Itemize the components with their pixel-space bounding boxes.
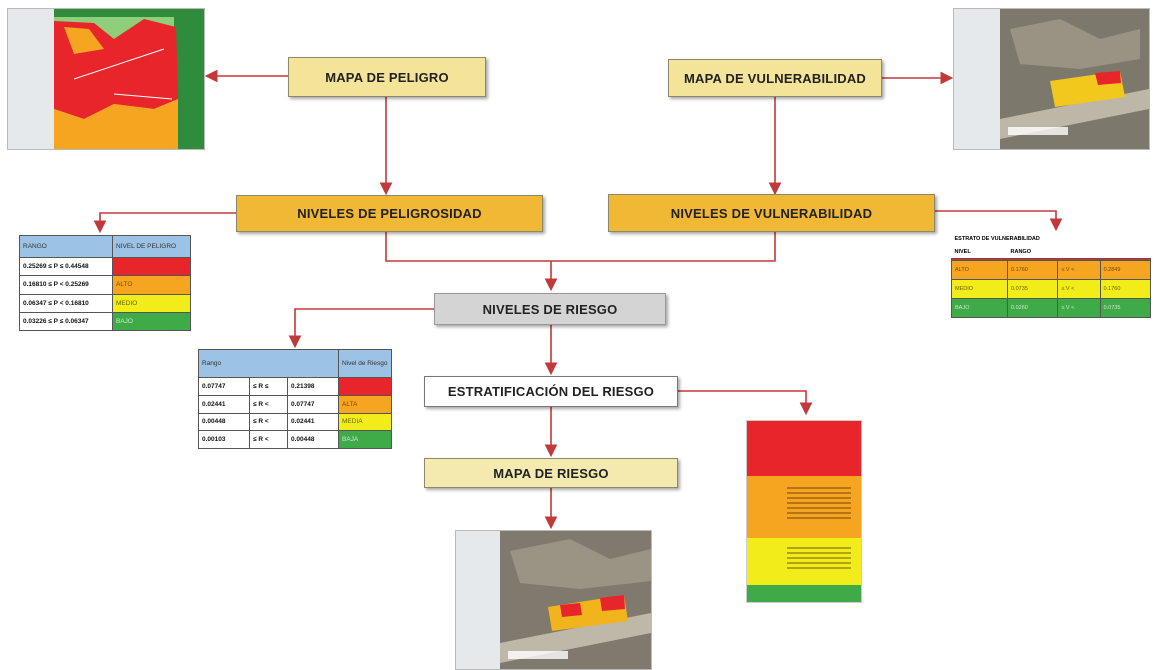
table-row: 0.06347 ≤ P < 0.16810 MEDIO [19,293,191,313]
estratificacion-riesgo-box: ESTRATIFICACIÓN DEL RIESGO [424,376,678,407]
table-header-range: RANGO [1010,248,1031,255]
vulnerability-levels-table: ESTRATO DE VULNERABILIDAD NIVEL RANGO AL… [951,232,1152,318]
table-row: 0.02441 ≤ R < 0.07747 ALTA [197,394,392,414]
level-cell: BAJO [112,311,191,332]
risk-map-image [455,530,652,670]
legend-band-low [747,585,861,602]
legend-band-high [747,476,861,538]
risk-map-graphic [500,531,651,669]
legend-band-very-high [747,421,861,476]
hazard-map-image [7,8,205,150]
connector-merge [385,231,776,262]
arrow-riesgo-to-table [288,308,434,349]
table-row: 0.25269 ≤ P ≤ 0.44548 [19,256,191,277]
range-cell: 0.16810 ≤ P < 0.25269 [19,275,113,295]
table-header-level: NIVEL [954,248,971,255]
table-row: 0.00448 ≤ R < 0.02441 MEDIA [197,412,392,432]
niveles-riesgo-box: NIVELES DE RIESGO [434,293,666,325]
vulnerability-map-graphic [1000,9,1149,149]
table-row: BAJO 0.0260 ≤ V < 0.0735 [951,298,1152,318]
range-cell: 0.06347 ≤ P < 0.16810 [19,293,113,313]
table-row: 0.07747 ≤ R ≤ 0.21398 [197,377,392,396]
table-title: ESTRATO DE VULNERABILIDAD [954,236,1040,242]
arrow-vulnerabilidad-to-table [933,210,1063,232]
risk-stratification-legend [746,420,862,603]
table-row: ALTO 0.1760 ≤ V < 0.2849 [951,260,1152,281]
table-header-range: RANGO [19,235,113,258]
range-cell: 0.25269 ≤ P ≤ 0.44548 [19,256,113,277]
mapa-riesgo-box: MAPA DE RIESGO [424,458,678,488]
table-row: MEDIO 0.0735 ≤ V < 0.1760 [951,279,1152,300]
vulnerability-map-image [953,8,1150,150]
risk-levels-table: Rango Nivel de Riesgo 0.07747 ≤ R ≤ 0.21… [197,349,392,449]
arrow-estratificacion-to-legend [676,390,813,416]
table-header-range: Rango [198,349,339,378]
table-row: 0.16810 ≤ P < 0.25269 ALTO [19,275,191,295]
mapa-peligro-box: MAPA DE PELIGRO [288,57,486,97]
level-cell [112,256,191,277]
hazard-map-graphic [54,9,204,149]
hazard-levels-table: RANGO NIVEL DE PELIGRO 0.25269 ≤ P ≤ 0.4… [19,235,191,332]
table-row: 0.03226 ≤ P ≤ 0.06347 BAJO [19,311,191,332]
map-sidebar [954,9,1001,149]
range-cell: 0.03226 ≤ P ≤ 0.06347 [19,311,113,332]
level-cell: ALTO [112,275,191,295]
table-row: 0.00103 ≤ R < 0.00448 BAJA [197,430,392,449]
legend-band-medium [747,538,861,585]
table-header-level: Nivel de Riesgo [338,349,392,378]
arrow-peligrosidad-to-table [93,212,236,234]
mapa-vulnerabilidad-box: MAPA DE VULNERABILIDAD [668,59,882,97]
level-cell: MEDIO [112,293,191,313]
table-header-level: NIVEL DE PELIGRO [112,235,191,258]
map-sidebar [456,531,501,669]
niveles-peligrosidad-box: NIVELES DE PELIGROSIDAD [236,195,543,232]
map-sidebar [8,9,55,149]
niveles-vulnerabilidad-box: NIVELES DE VULNERABILIDAD [608,194,935,232]
